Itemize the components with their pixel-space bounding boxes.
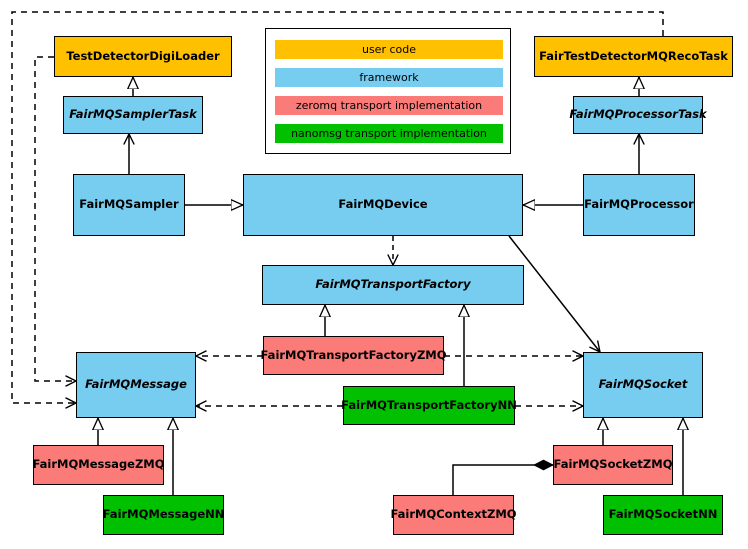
class-label: FairMQProcessorTask [569, 107, 707, 122]
class-label: FairMQSamplerTask [69, 107, 197, 122]
class-box-fairmq-socket[interactable]: FairMQSocket [583, 352, 703, 418]
color-legend: user code framework zeromq transport imp… [265, 28, 511, 154]
class-box-fairmq-message-zmq[interactable]: FairMQMessageZMQ [32, 445, 165, 485]
class-label: FairMQContextZMQ [390, 507, 517, 522]
class-box-fairmq-socket-nn[interactable]: FairMQSocketNN [603, 495, 723, 535]
class-label: TestDetectorDigiLoader [66, 48, 220, 63]
class-box-fairmq-socket-zmq[interactable]: FairMQSocketZMQ [553, 445, 673, 485]
class-box-fairmq-message[interactable]: FairMQMessage [76, 352, 196, 418]
class-box-fairmq-context-zmq[interactable]: FairMQContextZMQ [390, 495, 517, 535]
class-box-fairmq-sampler[interactable]: FairMQSampler [73, 174, 185, 236]
legend-item-framework: framework [275, 68, 503, 87]
class-label: FairMQSocketZMQ [553, 457, 673, 472]
class-label: FairMQMessage [85, 377, 187, 392]
class-box-fairmq-sampler-task[interactable]: FairMQSamplerTask [63, 96, 203, 134]
class-box-fairmq-message-nn[interactable]: FairMQMessageNN [103, 495, 224, 535]
class-label: FairMQTransportFactoryNN [341, 397, 517, 412]
legend-item-zeromq: zeromq transport implementation [275, 96, 503, 115]
legend-label-nanomsg: nanomsg transport implementation [291, 127, 487, 140]
class-label: FairMQSocketNN [608, 507, 718, 522]
class-label: FairMQMessageZMQ [32, 457, 165, 472]
class-label: FairMQSocket [598, 377, 688, 392]
class-label: FairMQSampler [79, 197, 179, 212]
class-box-test-detector-digi-loader[interactable]: TestDetectorDigiLoader [54, 36, 232, 77]
class-box-fairmq-processor[interactable]: FairMQProcessor [583, 174, 695, 236]
legend-label-user-code: user code [361, 43, 417, 56]
class-label: FairMQTransportFactory [315, 277, 471, 292]
class-label: FairMQTransportFactoryZMQ [260, 347, 447, 362]
class-label: FairMQProcessor [584, 197, 694, 212]
class-box-fair-test-detector-mq-reco-task[interactable]: FairTestDetectorMQRecoTask [534, 36, 733, 77]
edge-contextzmq-socketzmq [452, 465, 553, 495]
legend-item-nanomsg: nanomsg transport implementation [275, 124, 503, 143]
class-label: FairMQDevice [338, 197, 428, 212]
class-box-fairmq-transport-factory[interactable]: FairMQTransportFactory [262, 265, 524, 305]
class-label: FairMQMessageNN [102, 507, 225, 522]
legend-label-zeromq: zeromq transport implementation [295, 99, 483, 112]
legend-label-framework: framework [359, 71, 419, 84]
class-box-fairmq-transport-factory-nn[interactable]: FairMQTransportFactoryNN [341, 386, 517, 425]
class-label: FairTestDetectorMQRecoTask [539, 48, 728, 63]
legend-item-user-code: user code [275, 40, 503, 59]
class-box-fairmq-processor-task[interactable]: FairMQProcessorTask [569, 96, 707, 134]
class-box-fairmq-device[interactable]: FairMQDevice [243, 174, 523, 236]
class-box-fairmq-transport-factory-zmq[interactable]: FairMQTransportFactoryZMQ [260, 336, 447, 375]
